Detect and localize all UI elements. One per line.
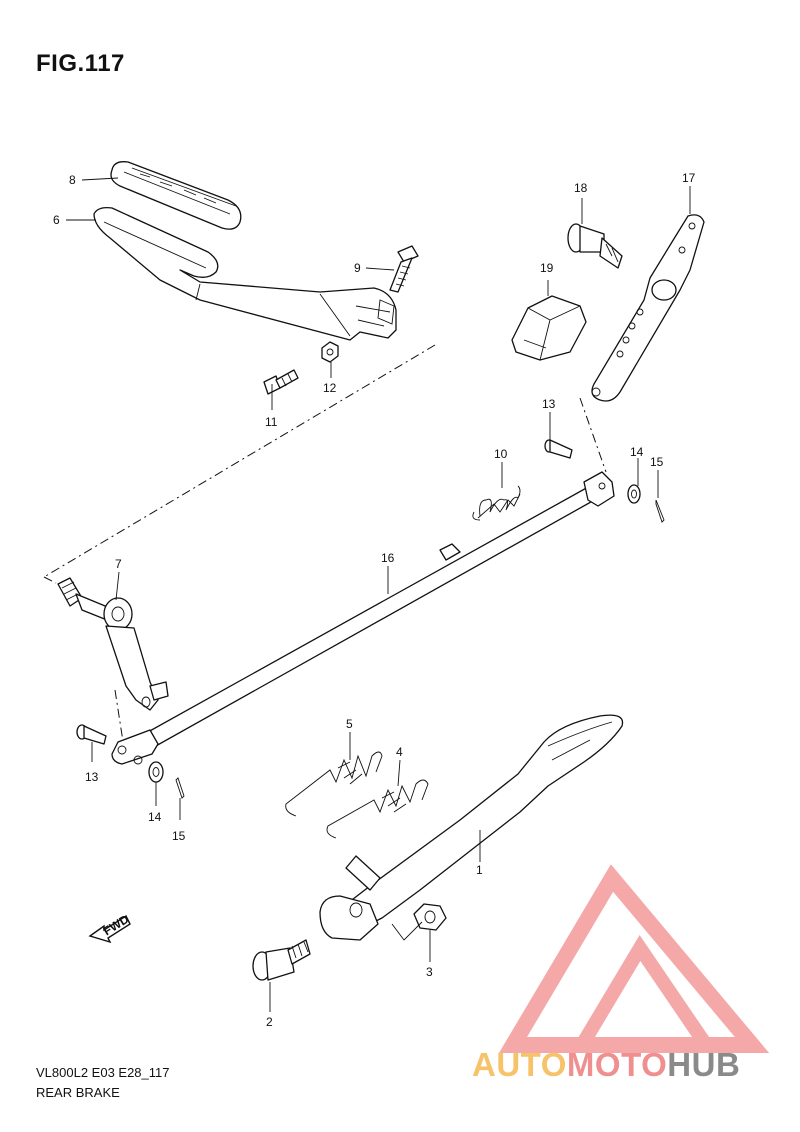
part-1-side-stand (319, 714, 624, 941)
model-code: VL800L2 E03 E28_117 (36, 1065, 170, 1080)
fwd-arrow-icon: FWD (88, 912, 132, 944)
callout-15-lower: 15 (172, 829, 186, 843)
callout-14-upper: 14 (630, 445, 644, 459)
part-15-cotter-pin-lower (175, 777, 185, 799)
part-13-clevis-pin-lower (76, 724, 107, 745)
part-3-nut (413, 903, 447, 931)
part-12-nut (321, 341, 339, 363)
part-4-spring (326, 779, 429, 839)
part-16-brake-rod (111, 471, 615, 765)
figure-title: FIG.117 (36, 50, 125, 77)
part-14-washer-upper (627, 484, 641, 504)
callout-18: 18 (574, 181, 588, 195)
callout-3: 3 (426, 965, 433, 979)
part-11-bolt (263, 369, 299, 395)
assembly-dashed-line-3 (114, 689, 125, 749)
section-title: REAR BRAKE (36, 1085, 120, 1100)
callout-4: 4 (396, 745, 403, 759)
part-8-pedal-pad (110, 161, 242, 230)
part-6-brake-pedal (93, 206, 397, 341)
part-13-clevis-pin-upper (544, 439, 573, 459)
callout-11: 11 (265, 415, 278, 429)
callout-7: 7 (115, 557, 122, 571)
callout-5: 5 (346, 717, 353, 731)
callout-15-upper: 15 (650, 455, 664, 469)
part-19-cover (511, 295, 587, 361)
leader-lines (66, 177, 691, 1012)
callout-17: 17 (682, 171, 696, 185)
watermark-part-moto: MOTO (566, 1046, 668, 1083)
part-7-shaft-lever (57, 577, 169, 711)
part-15-cotter-pin-upper (655, 499, 665, 523)
part-10-spring (472, 485, 521, 521)
part-17-rear-lever (591, 214, 705, 402)
watermark-logo (498, 864, 770, 1053)
callout-19: 19 (540, 261, 554, 275)
part-18-pivot-bolt (567, 223, 623, 269)
part-5-spring (285, 751, 383, 817)
watermark-part-hub: HUB (667, 1046, 741, 1083)
assembly-dashed-line (43, 344, 436, 584)
callout-1: 1 (476, 863, 483, 877)
callout-10: 10 (494, 447, 508, 461)
watermark-text: AUTOMOTOHUB (472, 1046, 740, 1084)
callout-8: 8 (69, 173, 76, 187)
callout-12: 12 (323, 381, 337, 395)
fwd-label: FWD (101, 912, 132, 939)
watermark-part-auto: AUTO (472, 1046, 567, 1083)
callout-13-upper: 13 (542, 397, 556, 411)
callout-9: 9 (354, 261, 361, 275)
callout-14-lower: 14 (148, 810, 162, 824)
callout-16: 16 (381, 551, 395, 565)
callout-2: 2 (266, 1015, 273, 1029)
callout-13-lower: 13 (85, 770, 99, 784)
part-2-stand-bolt (252, 939, 311, 981)
assembly-dashed-line-2 (579, 397, 607, 473)
part-14-washer-lower (148, 761, 164, 783)
callout-numbers: 8 6 9 11 12 18 17 19 13 10 14 15 16 7 13… (53, 171, 696, 1029)
callout-6: 6 (53, 213, 60, 227)
part-9-bolt (389, 245, 419, 293)
